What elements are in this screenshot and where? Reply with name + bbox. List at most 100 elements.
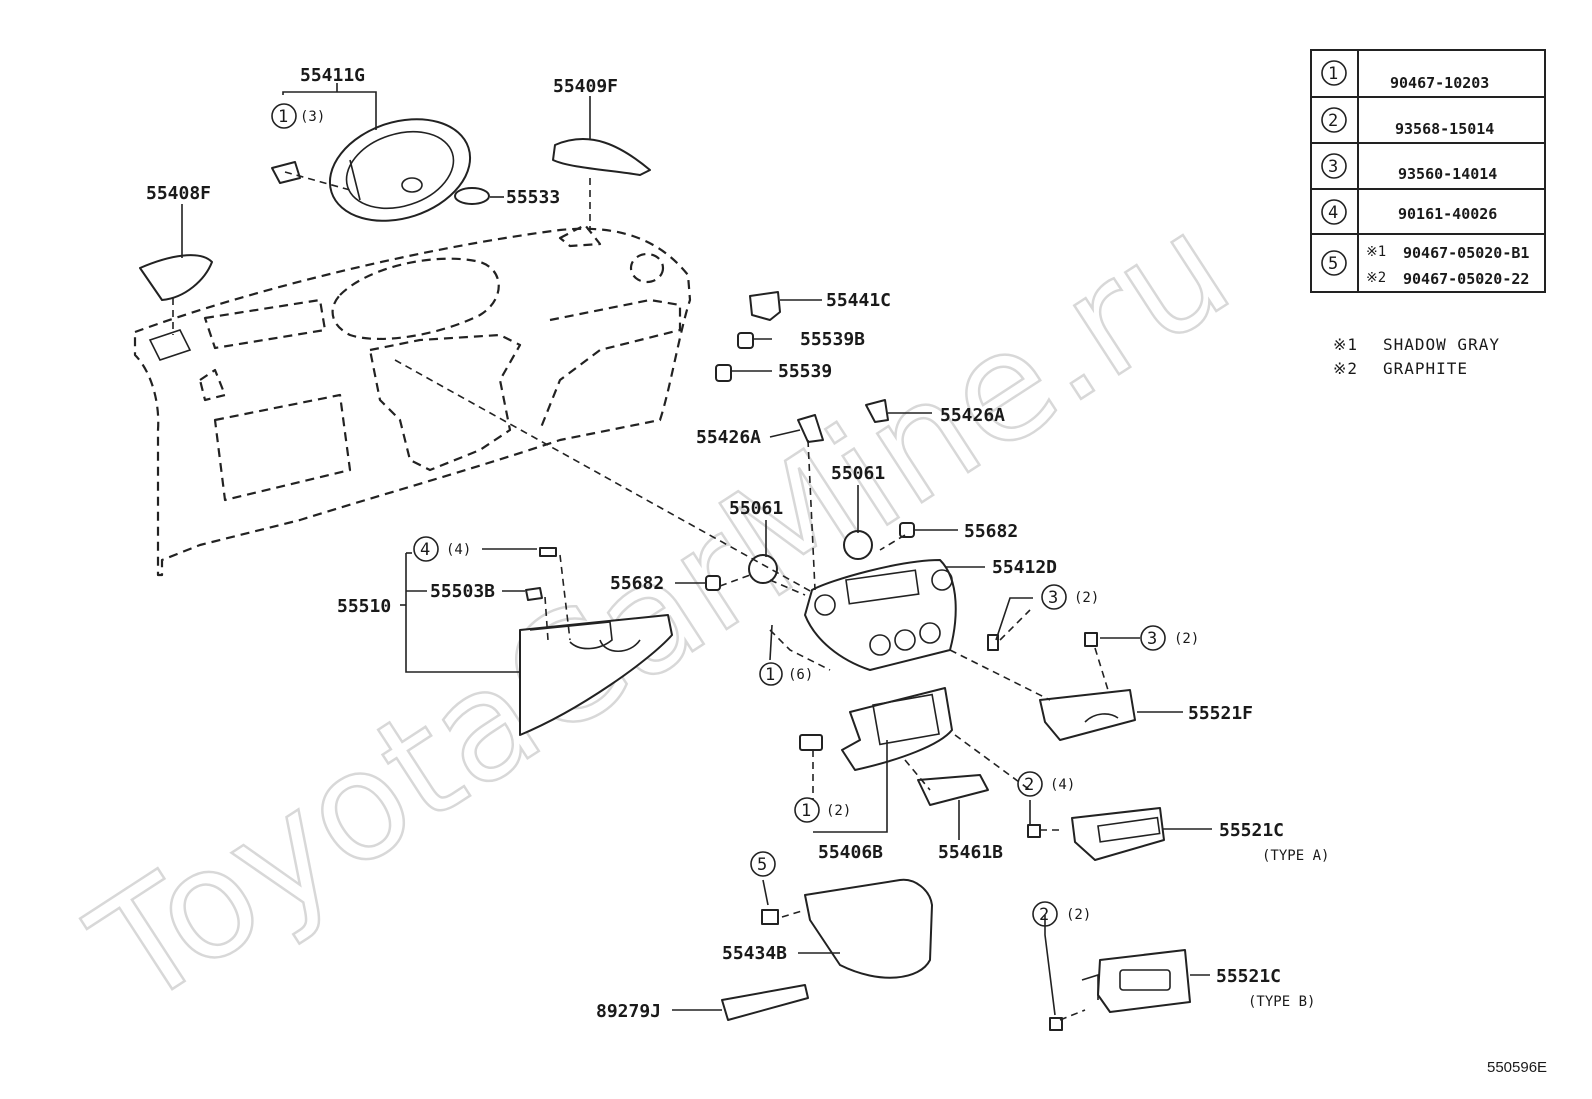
pocket-55521C-type-a — [1071, 807, 1165, 861]
svg-text:※2: ※2 — [1366, 270, 1386, 286]
svg-text:4: 4 — [1328, 203, 1338, 223]
clip-55533 — [454, 187, 490, 205]
svg-text:1: 1 — [1328, 64, 1338, 84]
callout-2-mid: 2 (4) — [1017, 771, 1075, 797]
svg-text:(2): (2) — [1074, 590, 1099, 606]
screw-icons — [761, 632, 1098, 1031]
label-55408F: 55408F — [146, 183, 211, 204]
label-55682-right: 55682 — [964, 521, 1018, 542]
label-55539: 55539 — [778, 361, 832, 382]
panel-piece-55408F — [139, 254, 213, 301]
center-bezel-55406B — [799, 687, 953, 771]
svg-text:(6): (6) — [788, 667, 813, 683]
tray-55461B — [917, 774, 989, 806]
heater-control-panel-55412D — [804, 559, 957, 671]
cup-holder-55521F — [1039, 689, 1136, 741]
clip-55539B — [737, 332, 754, 349]
fastener-row-5: 5 ※1 90467-05020-B1 ※2 90467-05020-22 — [1321, 244, 1529, 288]
svg-text:3: 3 — [1328, 157, 1338, 177]
cover-55434B — [804, 878, 933, 979]
svg-text:1: 1 — [801, 801, 811, 821]
guide-lines — [172, 171, 1109, 1021]
fastener-row-1: 1 90467-10203 — [1321, 60, 1489, 92]
label-55061-right: 55061 — [831, 463, 885, 484]
label-55426A-right: 55426A — [940, 405, 1005, 426]
callout-5: 5 — [750, 851, 776, 877]
svg-text:1: 1 — [278, 107, 288, 127]
trim-89279J — [721, 984, 809, 1021]
knob-55061-left — [748, 554, 778, 584]
color-notes: ※1 SHADOW GRAY ※2 GRAPHITE — [1333, 335, 1500, 378]
svg-text:5: 5 — [757, 855, 767, 875]
label-55510: 55510 — [337, 596, 391, 617]
instrument-panel-body — [133, 223, 692, 577]
svg-text:93560-14014: 93560-14014 — [1398, 165, 1497, 183]
pocket-55521C-type-b — [1081, 949, 1191, 1013]
label-55411G: 55411G — [300, 65, 365, 86]
callout-3-lower: 3 (2) — [1140, 625, 1199, 651]
part-labels: 55411G 55409F 55408F 55533 55441C 55539B… — [146, 65, 1329, 1022]
clip-55539 — [715, 364, 732, 382]
label-55521F: 55521F — [1188, 703, 1253, 724]
bracket-55426A-right — [865, 399, 889, 423]
svg-text:(3): (3) — [300, 109, 325, 125]
label-55503B: 55503B — [430, 581, 495, 602]
svg-text:(2): (2) — [1066, 907, 1091, 923]
callout-1-low: 1 (2) — [794, 797, 851, 823]
callout-1-mid: 1 (6) — [759, 662, 813, 686]
svg-text:(4): (4) — [446, 542, 471, 558]
fastener-row-4: 4 90161-40026 — [1321, 199, 1497, 225]
glove-box-55510 — [519, 547, 673, 736]
callout-3-upper: 3 (2) — [1041, 584, 1099, 610]
svg-text:※1: ※1 — [1366, 244, 1386, 260]
label-55521C-a: 55521C — [1219, 820, 1284, 841]
callout-4: 4 (4) — [413, 536, 471, 562]
diagram-id: 550596E — [1487, 1059, 1547, 1076]
svg-text:90467-10203: 90467-10203 — [1390, 74, 1489, 92]
svg-text:5: 5 — [1328, 254, 1338, 274]
fastener-row-3: 3 93560-14014 — [1321, 153, 1497, 183]
callout-1-top: 1 (3) — [271, 103, 325, 129]
svg-text:(2): (2) — [1174, 631, 1199, 647]
svg-text:2: 2 — [1024, 775, 1034, 795]
svg-text:(2): (2) — [826, 803, 851, 819]
label-55539B: 55539B — [800, 329, 865, 350]
label-55061-left: 55061 — [729, 498, 783, 519]
fastener-table: 1 90467-10203 2 93568-15014 3 93560-1401… — [1310, 49, 1546, 293]
svg-text:1: 1 — [765, 665, 775, 685]
label-55406B: 55406B — [818, 842, 883, 863]
cap-55682-right — [899, 522, 915, 538]
svg-text:93568-15014: 93568-15014 — [1395, 120, 1494, 138]
callout-2-low: 2 (2) — [1032, 901, 1091, 927]
label-type-a: (TYPE A) — [1262, 848, 1329, 864]
svg-text:2: 2 — [1039, 905, 1049, 925]
label-55434B: 55434B — [722, 943, 787, 964]
note-2-mark: ※2 — [1333, 359, 1358, 378]
note-1-mark: ※1 — [1333, 335, 1358, 354]
label-55441C: 55441C — [826, 290, 891, 311]
svg-text:2: 2 — [1328, 111, 1338, 131]
fastener-row-2: 2 93568-15014 — [1321, 107, 1494, 138]
label-type-b: (TYPE B) — [1248, 994, 1315, 1010]
combination-meter-hood — [271, 118, 472, 222]
knob-55061-right — [843, 530, 873, 560]
svg-text:90467-05020-22: 90467-05020-22 — [1403, 270, 1529, 288]
svg-text:90161-40026: 90161-40026 — [1398, 205, 1497, 223]
label-55426A-left: 55426A — [696, 427, 761, 448]
label-55682-left: 55682 — [610, 573, 664, 594]
panel-piece-55409F — [552, 138, 651, 176]
svg-text:(4): (4) — [1050, 777, 1075, 793]
note-1-text: SHADOW GRAY — [1383, 335, 1500, 354]
label-55521C-b: 55521C — [1216, 966, 1281, 987]
label-55409F: 55409F — [553, 76, 618, 97]
cap-55682-left — [705, 575, 721, 591]
bracket-55426A-left — [797, 414, 824, 443]
label-55533: 55533 — [506, 187, 560, 208]
svg-text:3: 3 — [1048, 588, 1058, 608]
svg-text:4: 4 — [420, 540, 430, 560]
leader-lines — [181, 83, 1212, 1016]
label-89279J: 89279J — [596, 1001, 661, 1022]
svg-text:3: 3 — [1147, 629, 1157, 649]
svg-text:90467-05020-B1: 90467-05020-B1 — [1403, 244, 1529, 262]
